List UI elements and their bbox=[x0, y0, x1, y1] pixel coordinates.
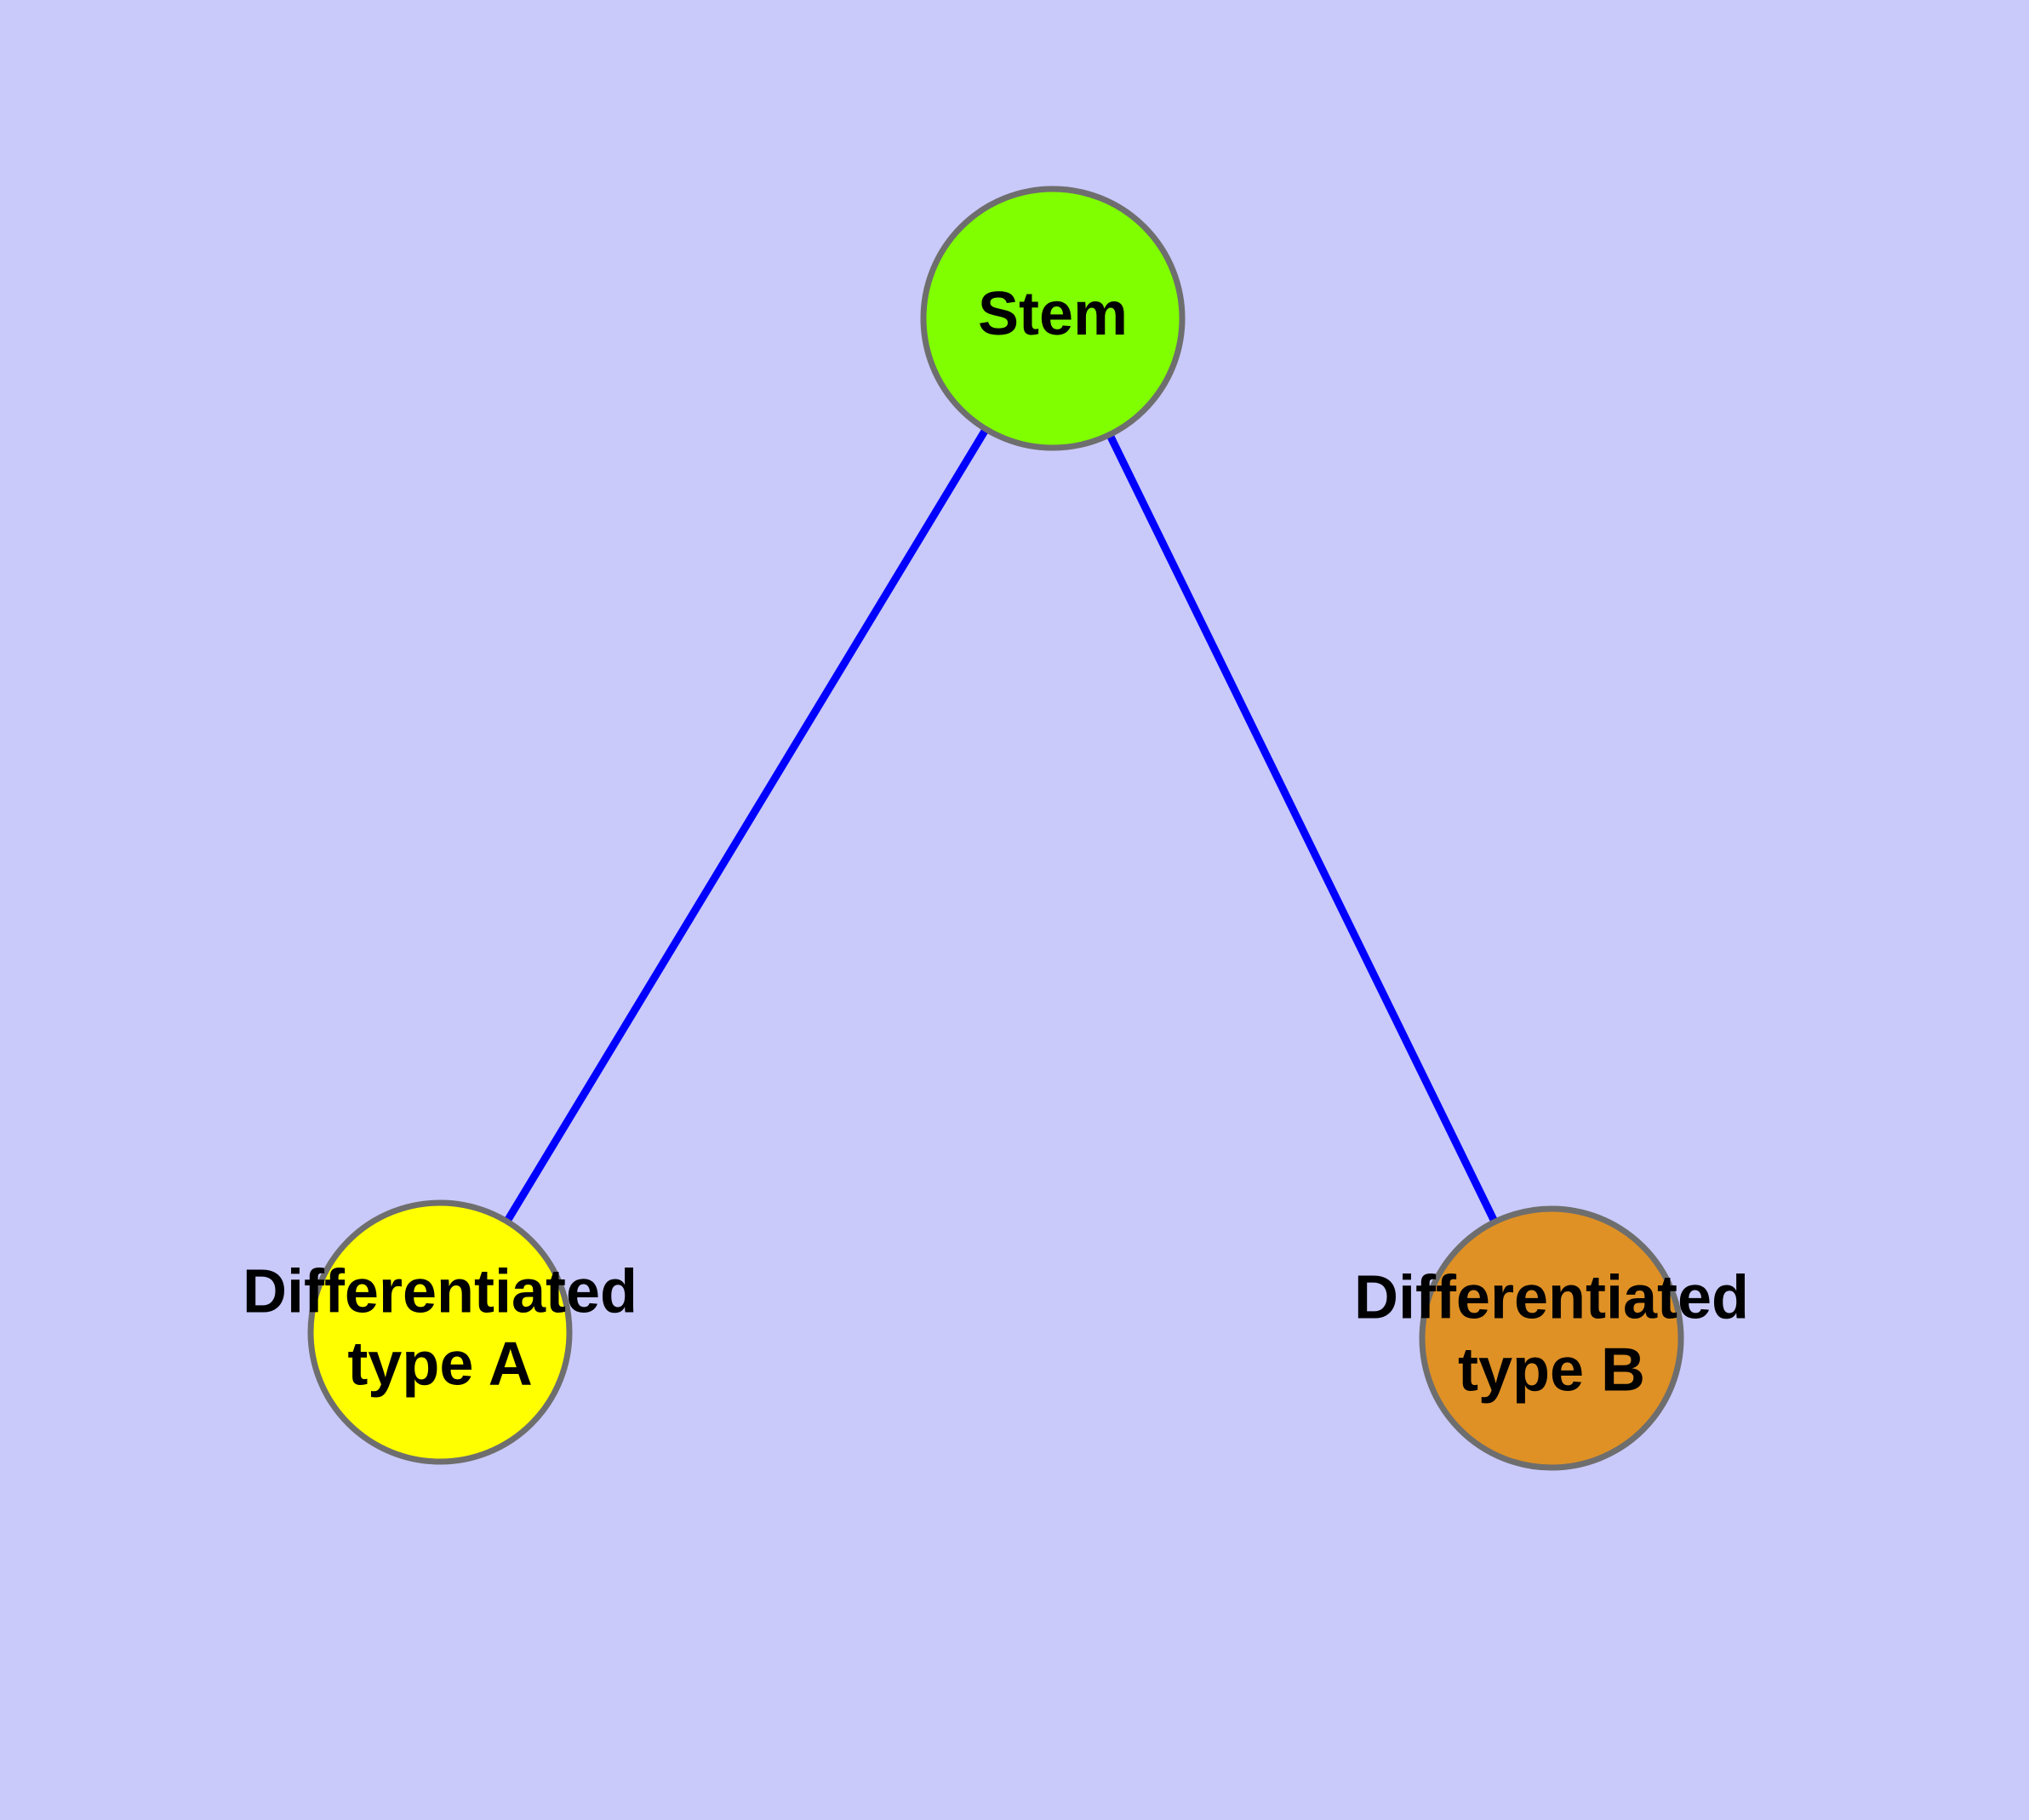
edge-stem-diff-a[interactable] bbox=[502, 426, 991, 1225]
node-circle-diff_b[interactable] bbox=[1419, 1205, 1684, 1471]
node-label-line: Stem bbox=[978, 280, 1128, 348]
edge-stem-diff-b[interactable] bbox=[1105, 431, 1500, 1226]
node-label-stem: Stem bbox=[978, 280, 1128, 348]
node-label-line: type B bbox=[1458, 1336, 1645, 1404]
node-label-line: Differentiated bbox=[243, 1258, 637, 1326]
node-label-line: Differentiated bbox=[1354, 1264, 1749, 1332]
node-circle-stem[interactable] bbox=[920, 186, 1186, 451]
edge-layer bbox=[502, 426, 1500, 1226]
graph-node-stem[interactable]: Stem bbox=[920, 186, 1186, 451]
node-label-line: type A bbox=[347, 1330, 532, 1398]
node-circle-diff_a[interactable] bbox=[307, 1199, 573, 1465]
